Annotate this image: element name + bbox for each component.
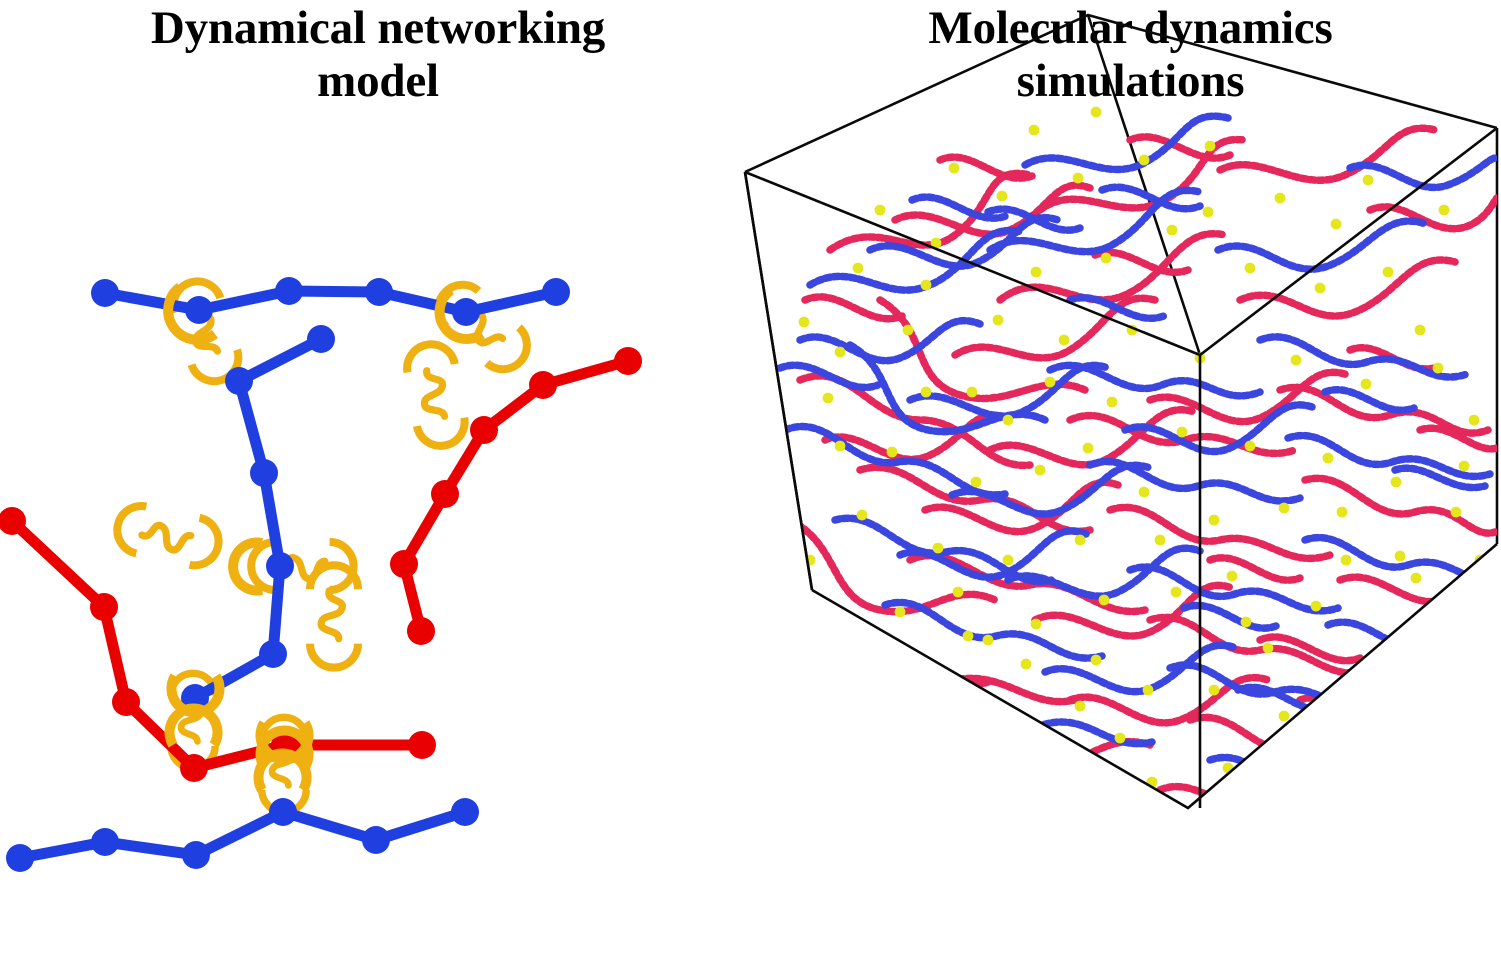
network-node[interactable] (452, 298, 480, 326)
network-node[interactable] (407, 617, 435, 645)
network-node[interactable] (542, 278, 570, 306)
blue-chain-top[interactable] (99, 285, 562, 318)
panel-molecular-dynamics-simulations: Molecular dynamics simulations (740, 0, 1501, 955)
red-node-group (0, 347, 642, 782)
spring-clamp (163, 282, 218, 345)
spring-clamp (253, 748, 312, 793)
md-simulation-svg (743, 13, 1499, 810)
network-diagram-art (0, 0, 740, 955)
chains-blue (776, 112, 1497, 808)
network-node[interactable] (180, 754, 208, 782)
spring-crosslink[interactable] (113, 502, 223, 570)
network-node[interactable] (259, 640, 287, 668)
network-node[interactable] (266, 552, 294, 580)
blue-chain-middle[interactable] (189, 333, 327, 704)
network-node[interactable] (225, 367, 253, 395)
network-diagram-svg (0, 0, 642, 872)
network-node[interactable] (0, 507, 26, 535)
network-node[interactable] (250, 459, 278, 487)
spring-crosslink[interactable] (403, 340, 468, 449)
network-node[interactable] (91, 279, 119, 307)
blue-chain-group (14, 285, 562, 864)
spring-clamp (164, 703, 223, 748)
network-node[interactable] (307, 325, 335, 353)
panel-title-left: Dynamical networking model (150, 2, 606, 107)
spring-front-clamps (163, 282, 485, 793)
network-node[interactable] (529, 371, 557, 399)
blue-chain-bottom[interactable] (14, 806, 471, 864)
simulation-box-front-edges (743, 126, 1498, 810)
network-node[interactable] (365, 278, 393, 306)
network-node[interactable] (470, 416, 498, 444)
panel-dynamical-networking-model: Dynamical networking model (0, 0, 740, 955)
network-node[interactable] (390, 550, 418, 578)
network-node[interactable] (90, 593, 118, 621)
network-node[interactable] (614, 347, 642, 375)
spring-clamp (228, 537, 264, 596)
network-node[interactable] (6, 844, 34, 872)
network-node[interactable] (408, 731, 436, 759)
blue-node-group (6, 277, 570, 872)
spring-clamp (255, 725, 314, 770)
network-node[interactable] (182, 841, 210, 869)
md-simulation-art (740, 0, 1501, 955)
network-node[interactable] (431, 480, 459, 508)
spring-clamp (255, 720, 314, 765)
network-node[interactable] (451, 798, 479, 826)
network-node[interactable] (91, 828, 119, 856)
network-node[interactable] (185, 296, 213, 324)
spring-group (113, 275, 537, 812)
polymer-chain-field (776, 106, 1497, 808)
spring-clamp (434, 285, 485, 344)
network-node[interactable] (275, 277, 303, 305)
network-node[interactable] (112, 688, 140, 716)
network-node[interactable] (269, 798, 297, 826)
network-node[interactable] (362, 826, 390, 854)
panel-title-right: Molecular dynamics simulations (928, 2, 1333, 107)
